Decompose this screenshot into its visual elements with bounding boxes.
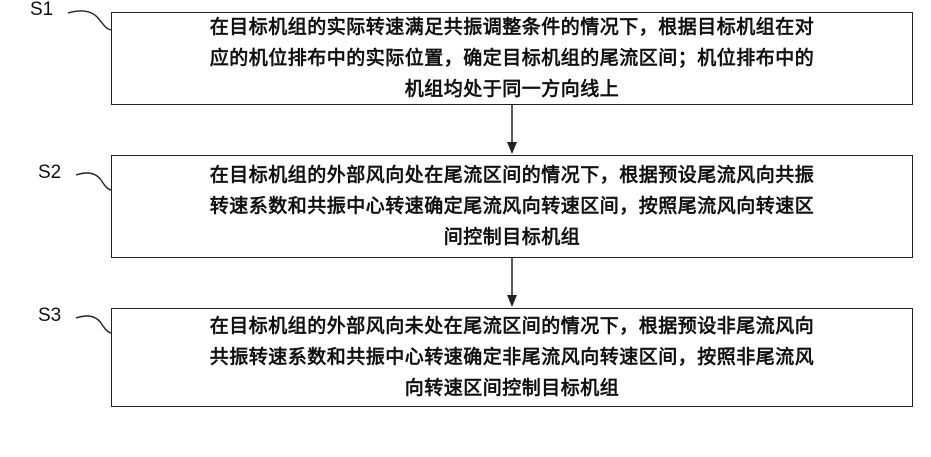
step-s3-line-1: 在目标机组的外部风向未处在尾流区间的情况下，根据预设非尾流风向: [210, 311, 815, 342]
step-box-s1: 在目标机组的实际转速满足共振调整条件的情况下，根据目标机组在对 应的机位排布中的…: [111, 12, 913, 105]
step-box-s3: 在目标机组的外部风向未处在尾流区间的情况下，根据预设非尾流风向 共振转速系数和共…: [111, 308, 913, 407]
arrow-s2-to-s3: [507, 258, 517, 307]
step-s1-line-2: 应的机位排布中的实际位置，确定目标机组的尾流区间；机位排布中的: [210, 43, 815, 74]
leader-curve-s1: [68, 11, 111, 30]
step-box-s2: 在目标机组的外部风向处在尾流区间的情况下，根据预设尾流风向共振 转速系数和共振中…: [111, 155, 913, 258]
step-s1-line-3: 机组均处于同一方向线上: [405, 74, 620, 105]
step-s3-line-3: 向转速区间控制目标机组: [405, 373, 620, 404]
step-s1-line-1: 在目标机组的实际转速满足共振调整条件的情况下，根据目标机组在对: [210, 12, 815, 43]
step-s3-line-2: 共振转速系数和共振中心转速确定非尾流风向转速区间，按照非尾流风: [210, 342, 815, 373]
step-s2-line-2: 转速系数和共振中心转速确定尾流风向转速区间，按照尾流风向转速区: [210, 191, 815, 222]
step-s2-line-3: 间控制目标机组: [444, 222, 581, 253]
leader-curve-s2: [76, 173, 111, 190]
step-s2-line-1: 在目标机组的外部风向处在尾流区间的情况下，根据预设尾流风向共振: [210, 160, 815, 191]
arrow-s1-to-s2: [507, 105, 517, 154]
leader-curve-s3: [76, 316, 111, 333]
